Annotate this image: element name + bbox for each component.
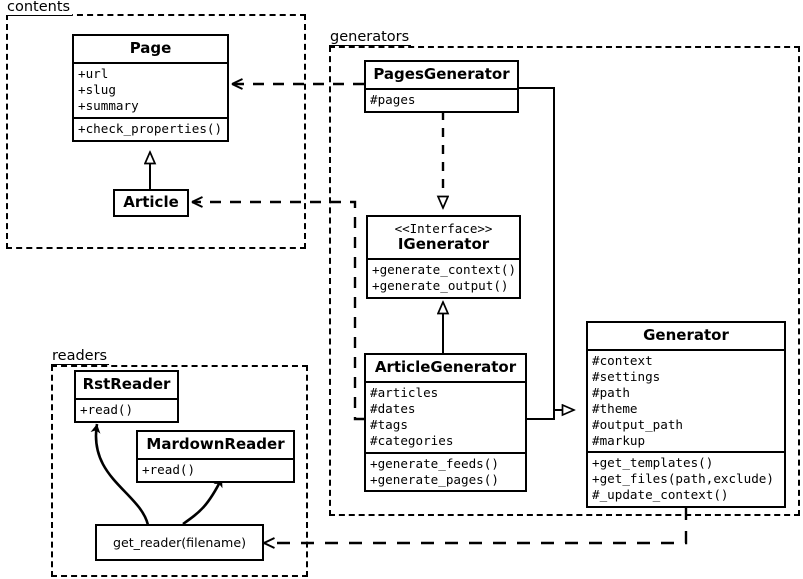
class-name-igenerator: <<Interface>> IGenerator [368,217,519,258]
package-contents-label: contents [6,0,73,17]
class-method: +get_templates() [592,455,714,471]
class-attribute: #context [592,353,653,369]
class-box-articlegenerator[interactable]: ArticleGenerator #articles #dates #tags … [364,353,527,493]
class-attribute: +summary [78,97,139,113]
class-attributes-page: +url +slug +summary [74,62,227,117]
class-methods-rstreader: +read() [76,398,177,421]
class-methods-generator: +get_templates() +get_files(path,exclude… [588,451,784,506]
package-generators-label: generators [329,29,412,47]
class-box-rstreader[interactable]: RstReader +read() [74,370,179,424]
class-box-igenerator[interactable]: <<Interface>> IGenerator +generate_conte… [366,215,521,299]
class-attribute: #tags [370,416,408,432]
class-method: +read() [80,402,134,418]
class-stereotype-igenerator: <<Interface>> [394,221,493,236]
class-attribute: #categories [370,432,454,448]
class-name-label: IGenerator [397,235,490,253]
class-attributes-pagesgenerator: #pages [366,88,517,111]
package-contents [6,14,306,249]
class-attributes-generator: #context #settings #path #theme #output_… [588,349,784,451]
class-name-rstreader: RstReader [82,375,171,393]
class-methods-articlegenerator: +generate_feeds() +generate_pages() [366,451,525,491]
class-name-generator: Generator [643,326,729,344]
class-method: +check_properties() [78,120,223,136]
class-box-page[interactable]: Page +url +slug +summary +check_properti… [72,34,229,142]
class-attribute: #settings [592,369,661,385]
class-method: #_update_context() [592,487,729,503]
class-method: +generate_output() [372,278,509,294]
package-readers-label: readers [51,348,110,366]
class-methods-igenerator: +generate_context() +generate_output() [368,258,519,297]
class-name-article: Article [123,193,179,211]
class-name-pagesgenerator: PagesGenerator [373,65,510,83]
class-method: +get_files(path,exclude) [592,471,774,487]
function-box-get-reader[interactable]: get_reader(filename) [95,524,264,561]
class-attribute: +slug [78,82,116,98]
class-method: +generate_pages() [370,471,499,487]
class-method: +generate_context() [372,262,517,278]
class-attribute: #markup [592,432,646,448]
class-attribute: #output_path [592,416,683,432]
class-method: +generate_feeds() [370,455,499,471]
class-methods-page: +check_properties() [74,116,227,140]
class-attribute: +url [78,66,109,82]
class-name-mardownreader: MardownReader [146,435,285,453]
class-attribute: #dates [370,401,416,417]
class-box-article[interactable]: Article [113,189,189,218]
class-name-articlegenerator: ArticleGenerator [374,358,517,376]
class-attribute: #path [592,384,630,400]
class-box-generator[interactable]: Generator #context #settings #path #them… [586,321,786,508]
class-method: +read() [142,462,196,478]
class-attribute: #theme [592,400,638,416]
class-box-mardownreader[interactable]: MardownReader +read() [136,430,295,484]
class-attribute: #articles [370,385,439,401]
class-methods-mardownreader: +read() [138,458,293,481]
package-readers [51,365,308,577]
function-label: get_reader(filename) [113,535,246,550]
class-attributes-articlegenerator: #articles #dates #tags #categories [366,381,525,451]
class-box-pagesgenerator[interactable]: PagesGenerator #pages [364,60,519,114]
class-name-page: Page [129,39,172,57]
class-attribute: #pages [370,92,416,108]
